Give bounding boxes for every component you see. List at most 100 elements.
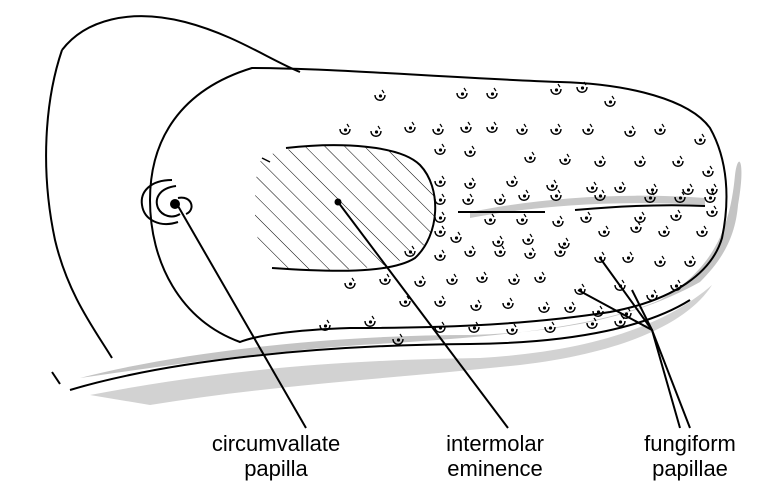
fungiform-papilla (487, 88, 497, 98)
intermolar-eminence (255, 145, 435, 271)
fungiform-papilla (560, 154, 570, 164)
fungiform-papilla (371, 126, 381, 136)
fungiform-papilla (565, 302, 575, 312)
label-circumvallate-papilla: circumvallate papilla (196, 431, 356, 481)
fungiform-papilla (485, 214, 495, 224)
fungiform-papilla (623, 252, 633, 262)
fungiform-papilla (493, 236, 503, 246)
label-fungiform-line1: fungiform (605, 431, 775, 456)
fungiform-papilla (487, 122, 497, 132)
fungiform-papilla (595, 252, 605, 262)
fungiform-papilla (415, 276, 425, 286)
fungiform-papilla (635, 156, 645, 166)
fungiform-papilla (509, 274, 519, 284)
groove-line-2 (575, 205, 705, 210)
lip-mark (52, 372, 60, 384)
fungiform-papilla (435, 194, 445, 204)
fungiform-papilla (433, 124, 443, 134)
label-intermolar-line2: eminence (420, 456, 570, 481)
fungiform-papilla (707, 206, 717, 216)
fungiform-papilla (695, 134, 705, 144)
fungiform-papilla (461, 122, 471, 132)
fungiform-papilla (435, 212, 445, 222)
fungiform-papilla (340, 124, 350, 134)
fungiform-papilla (599, 226, 609, 236)
fungiform-papilla (655, 124, 665, 134)
fungiform-papilla (523, 234, 533, 244)
label-circumvallate-line2: papilla (196, 456, 356, 481)
fungiform-papilla (583, 124, 593, 134)
fungiform-papilla (539, 302, 549, 312)
fungiform-papilla (469, 322, 479, 332)
fungiform-papilla (615, 316, 625, 326)
fungiform-papilla (503, 298, 513, 308)
fungiform-papilla (631, 222, 641, 232)
fungiform-papilla (380, 274, 390, 284)
fungiform-papilla (655, 256, 665, 266)
fungiform-papilla (525, 248, 535, 258)
fungiform-papilla (517, 214, 527, 224)
fungiform-papilla (535, 272, 545, 282)
fungiform-papilla (465, 146, 475, 156)
fungiform-papilla (697, 226, 707, 236)
outer-jaw-outline (62, 16, 300, 72)
fungiform-papilla (685, 256, 695, 266)
fungiform-papilla (507, 324, 517, 334)
left-jaw-outline (46, 50, 112, 358)
fungiform-papilla (471, 300, 481, 310)
fungiform-papilla (673, 156, 683, 166)
fungiform-papilla (587, 182, 597, 192)
leader-lines (178, 202, 690, 428)
fungiform-papilla (517, 124, 527, 134)
fungiform-papilla (615, 182, 625, 192)
fungiform-papilla (595, 156, 605, 166)
fungiform-papilla (477, 272, 487, 282)
fungiform-papilla (375, 90, 385, 100)
fungiform-papilla (671, 210, 681, 220)
fungiform-papilla (559, 238, 569, 248)
fungiform-papilla (447, 274, 457, 284)
label-fungiform-papillae: fungiform papillae (605, 431, 775, 481)
fungiform-papilla (647, 290, 657, 300)
fungiform-papilla (435, 144, 445, 154)
fungiform-papilla (465, 178, 475, 188)
fungiform-papilla (553, 216, 563, 226)
fungiform-papilla (405, 122, 415, 132)
fungiform-papilla (507, 176, 517, 186)
label-intermolar-line1: intermolar (420, 431, 570, 456)
fungiform-papilla (635, 212, 645, 222)
fungiform-papilla (495, 246, 505, 256)
fungiform-papilla (605, 96, 615, 106)
fungiform-papilla (581, 212, 591, 222)
fungiform-papilla (547, 180, 557, 190)
fungiform-papilla (435, 226, 445, 236)
fungiform-papilla (659, 226, 669, 236)
fungiform-papilla (435, 176, 445, 186)
label-intermolar-eminence: intermolar eminence (420, 431, 570, 481)
fungiform-papilla (400, 296, 410, 306)
fungiform-papilla (551, 124, 561, 134)
fungiform-papilla (457, 88, 467, 98)
fungiform-papilla (451, 232, 461, 242)
fungiform-papilla (555, 246, 565, 256)
fungiform-papilla (587, 318, 597, 328)
fungiform-papilla (365, 316, 375, 326)
fungiform-papilla (345, 278, 355, 288)
fungiform-papilla (525, 152, 535, 162)
fungiform-papilla (463, 194, 473, 204)
fungiform-papilla (495, 194, 505, 204)
fungiform-papilla (435, 296, 445, 306)
fungiform-papilla (465, 246, 475, 256)
leader-fungiform-4 (652, 330, 690, 428)
fungiform-papilla (683, 184, 693, 194)
fungiform-papilla (625, 126, 635, 136)
fungiform-papilla (551, 190, 561, 200)
fungiform-papilla (545, 322, 555, 332)
fungiform-papilla (435, 250, 445, 260)
fungiform-papilla (551, 84, 561, 94)
fungiform-papilla (519, 190, 529, 200)
label-fungiform-line2: papillae (605, 456, 775, 481)
fungiform-papilla (703, 166, 713, 176)
